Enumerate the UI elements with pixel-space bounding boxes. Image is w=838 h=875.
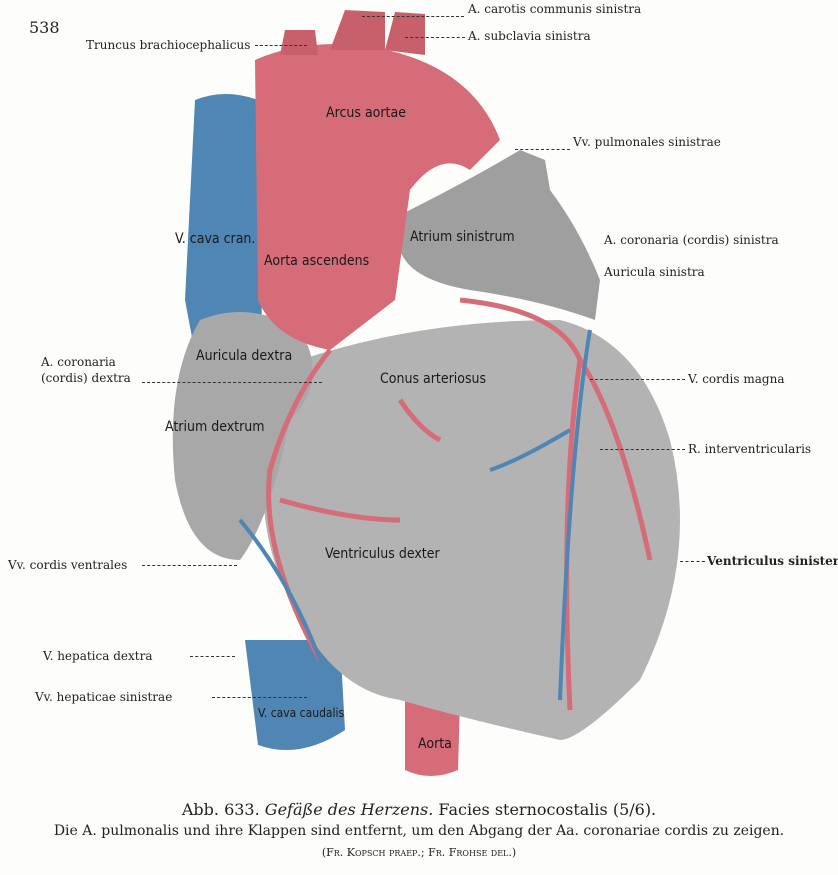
caption-credits: (Fr. Kopsch praep.; Fr. Frohse del.) [321,846,517,859]
vena-cava-caudalis [245,640,345,750]
caption-number: Abb. 633. [181,800,260,819]
label-ventriculus-dexter: Ventriculus dexter [325,546,440,562]
label-auricula-dextra: Auricula dextra [196,348,293,364]
atrium-dextrum [172,312,313,560]
label-a-subclavia: A. subclavia sinistra [468,29,591,43]
label-vv-pulmonales: Vv. pulmonales sinistrae [573,135,721,149]
label-aorta-ascendens: Aorta ascendens [264,253,370,269]
label-atrium-sinistrum: Atrium sinistrum [410,229,515,245]
label-ventriculus-sinister: Ventriculus sinister [707,554,838,568]
heart-illustration [172,10,680,776]
label-arcus-aortae: Arcus aortae [326,105,406,121]
cardiac-veins [238,329,592,701]
label-a-coronaria-dextra-2: (cordis) dextra [41,371,131,385]
label-atrium-dextrum: Atrium dextrum [165,419,265,435]
label-r-interventricularis: R. interventricularis [688,442,812,456]
vena-cava-cranialis [185,94,262,380]
figure-caption: Abb. 633. Gefäße des Herzens. Facies ste… [0,800,838,819]
aortic-branches [280,10,425,55]
aorta-descending [405,700,460,776]
label-conus-arteriosus: Conus arteriosus [380,371,487,387]
label-truncus: Truncus brachiocephalicus [86,38,251,52]
page-number: 538 [29,18,60,37]
caption-rest: Facies sternocostalis (5/6). [438,800,657,819]
label-v-hepatica-dextra: V. hepatica dextra [43,649,153,663]
label-a-coronaria-dextra-1: A. coronaria [41,355,116,369]
label-v-cordis-magna: V. cordis magna [688,372,785,386]
label-vv-hepaticae-sinistrae: Vv. hepaticae sinistrae [35,690,173,704]
label-v-cava-cran: V. cava cran. [175,231,256,247]
label-a-coronaria-sinistra: A. coronaria (cordis) sinistra [604,233,779,247]
aortic-arch [255,44,500,350]
caption-title: Gefäße des Herzens. [264,800,434,819]
label-v-cava-caudalis: V. cava caudalis [258,706,345,720]
label-vv-cordis-ventrales: Vv. cordis ventrales [8,558,128,572]
atrium-sinistrum [400,150,600,320]
caption-line-2: Die A. pulmonalis und ihre Klappen sind … [53,823,785,839]
label-aorta: Aorta [418,736,452,752]
label-a-carotis: A. carotis communis sinistra [468,2,642,16]
label-auricula-sinistra: Auricula sinistra [604,265,705,279]
